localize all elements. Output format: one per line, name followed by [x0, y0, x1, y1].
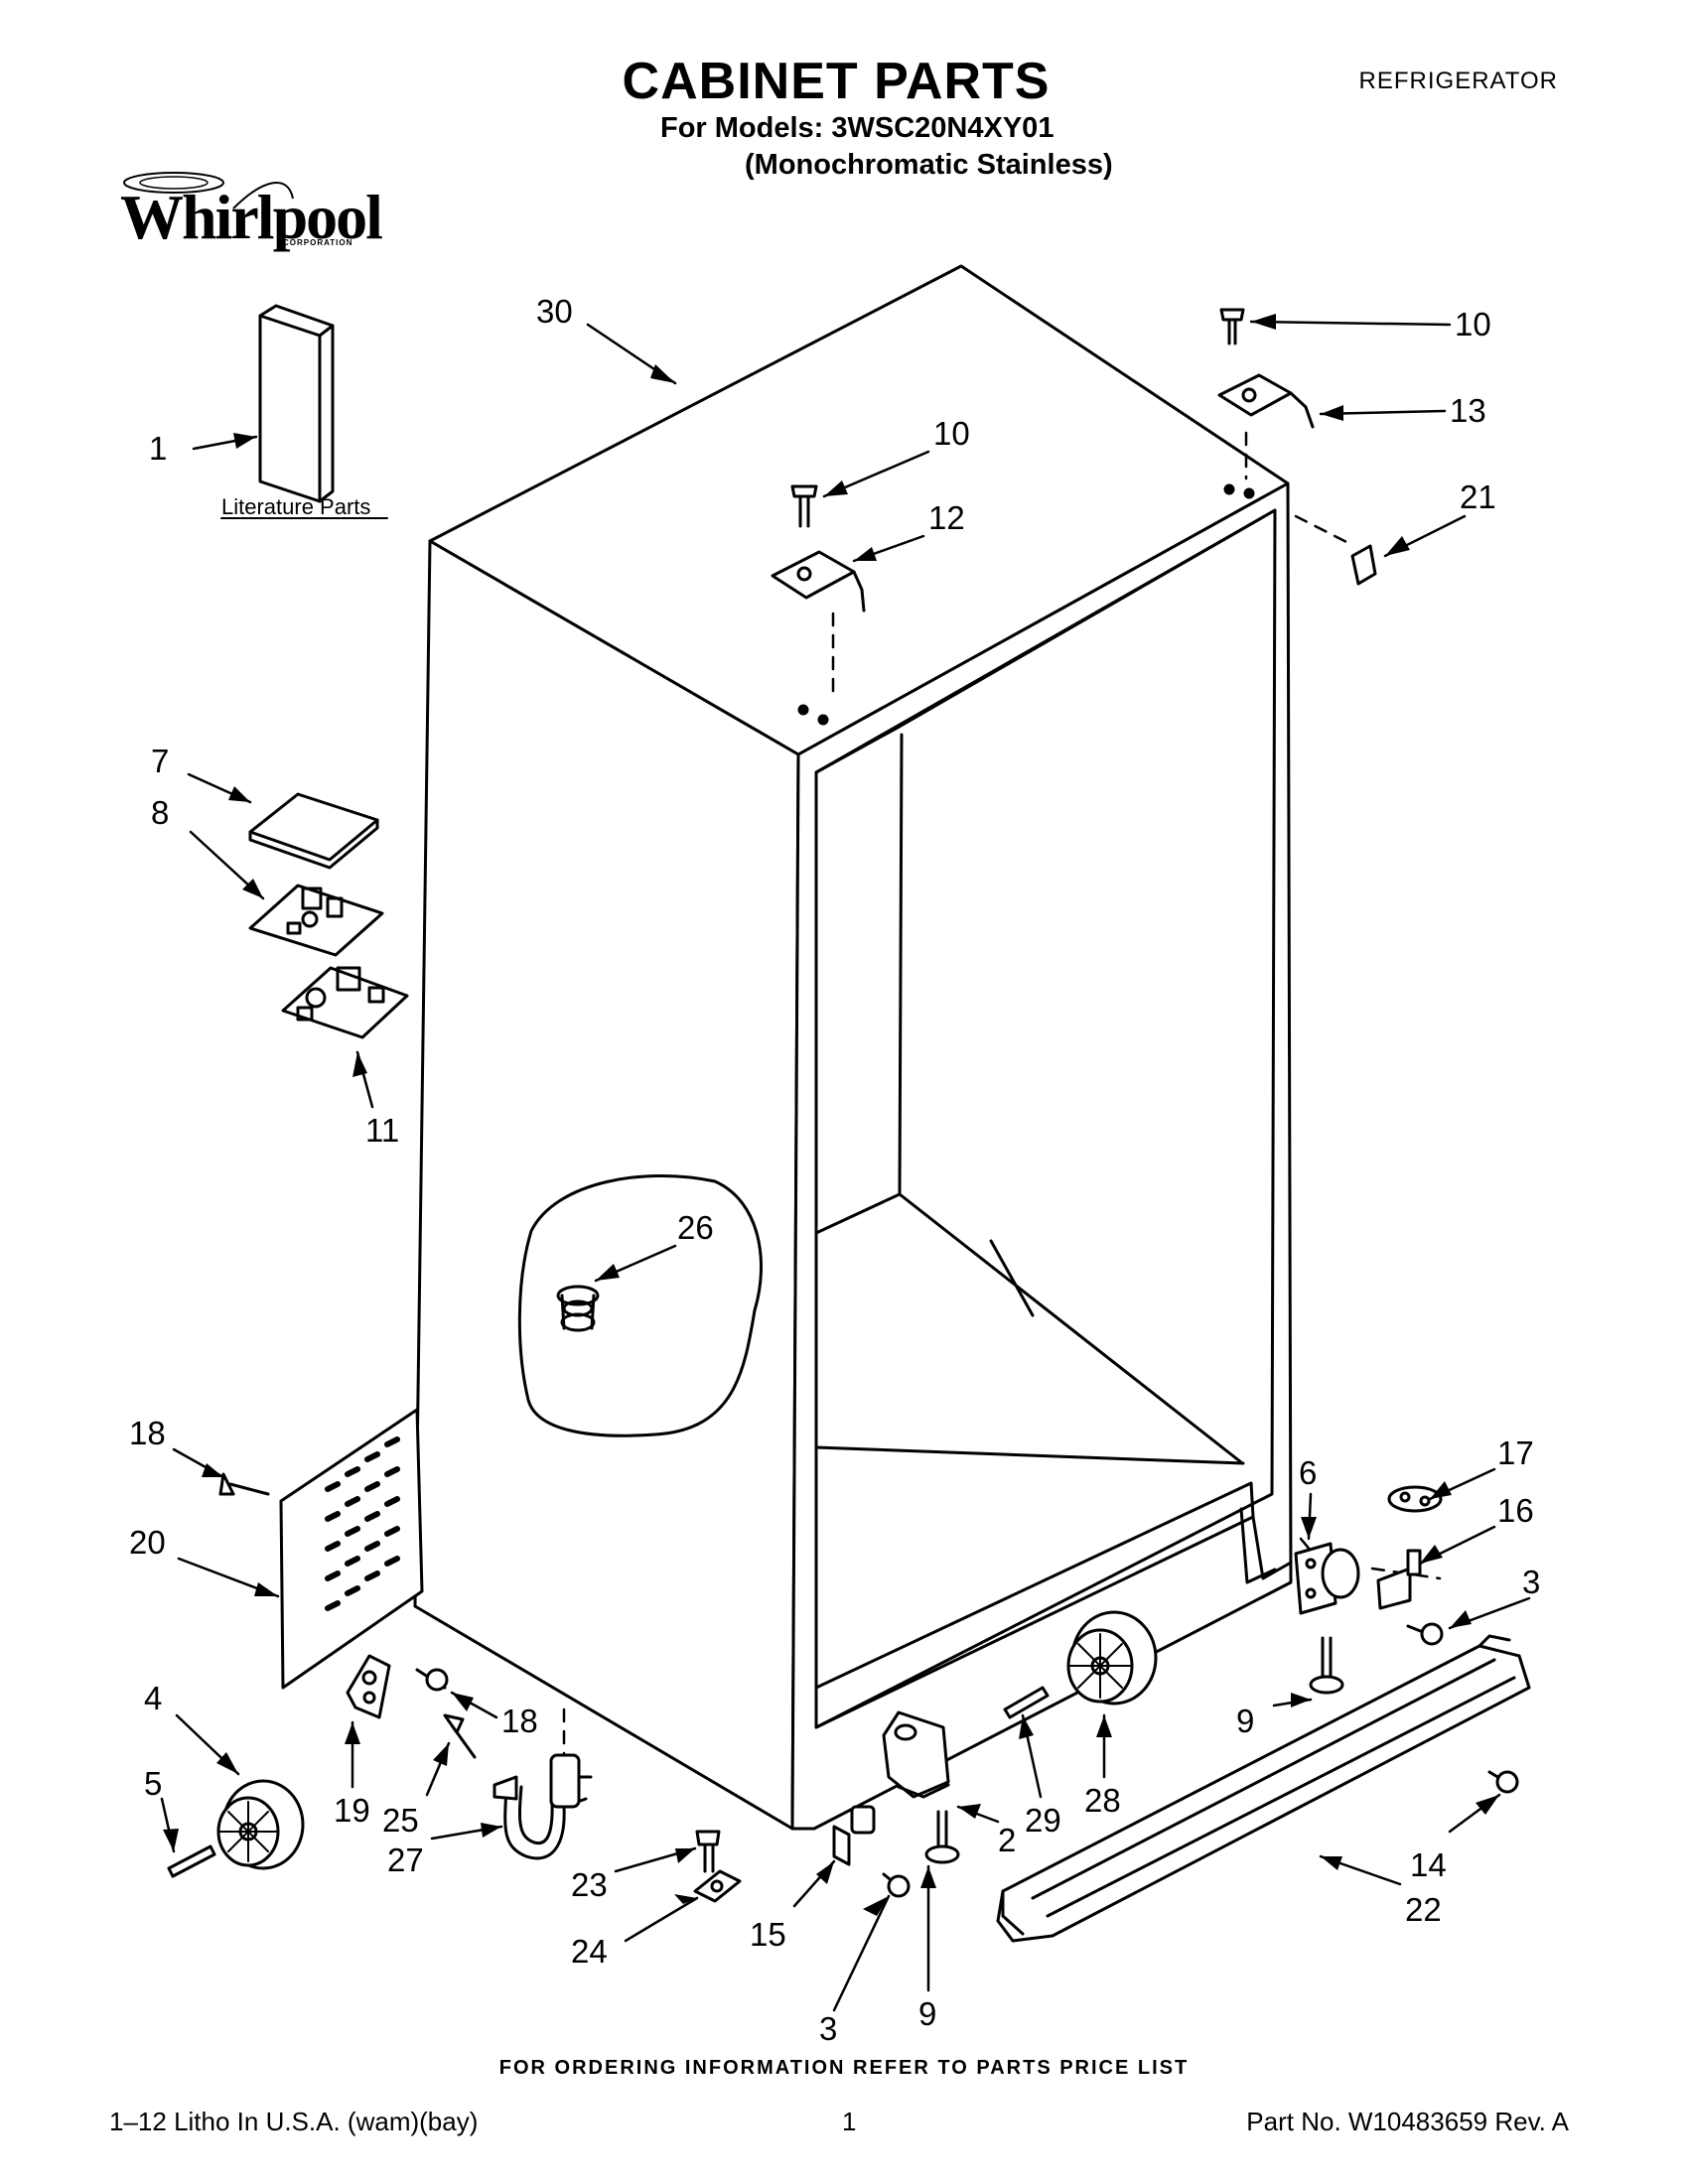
- brand-logo: Whirlpool CORPORATION: [114, 169, 383, 258]
- page-number: 1: [842, 2107, 857, 2136]
- part-11-board: [281, 966, 409, 1039]
- callout-19: 19: [334, 1792, 370, 1829]
- part-27-valve: [492, 1753, 593, 1860]
- callout-6: 6: [1299, 1454, 1317, 1491]
- page-title: CABINET PARTS: [622, 53, 1051, 110]
- brand-name: Whirlpool: [120, 182, 383, 252]
- part-14-screw: [1487, 1770, 1519, 1794]
- logo-swoosh-icon: [123, 172, 294, 209]
- part-28-roller: [1066, 1610, 1158, 1706]
- part-16-hinge-pin: [1376, 1549, 1422, 1610]
- part-17-cam: [1387, 1485, 1443, 1513]
- callout-7: 7: [151, 743, 169, 779]
- callout-13: 13: [1450, 392, 1486, 429]
- callout-26: 26: [677, 1209, 714, 1246]
- callout-4: 4: [144, 1680, 162, 1716]
- callout-8: 8: [151, 794, 169, 831]
- part-26-drain: [556, 1285, 600, 1332]
- callout-21: 21: [1460, 478, 1496, 515]
- callout-labels: 30 10 13 21 1 10 12 7 8 11 26 18 20 6 17…: [129, 293, 1540, 2047]
- part-13-hinge-top: [1217, 373, 1315, 429]
- callout-5: 5: [144, 1765, 162, 1802]
- callout-1: 1: [149, 430, 167, 467]
- part-10-screw-top-right: [1219, 308, 1245, 345]
- callout-28: 28: [1084, 1782, 1121, 1819]
- callout-20: 20: [129, 1524, 166, 1561]
- literature-caption: Literature Parts: [221, 494, 370, 519]
- callout-29: 29: [1025, 1802, 1061, 1839]
- part-29-axle: [1003, 1686, 1050, 1719]
- ordering-note: FOR ORDERING INFORMATION REFER TO PARTS …: [498, 2057, 1190, 2079]
- callout-18-left: 18: [129, 1415, 166, 1451]
- part-2-hinge-bracket: [882, 1710, 950, 1799]
- callout-2: 2: [998, 1822, 1016, 1858]
- part-19-bracket: [346, 1654, 391, 1719]
- part-6-hinge: [1294, 1542, 1360, 1615]
- part-18-screw-left: [218, 1472, 270, 1496]
- callout-23: 23: [571, 1866, 608, 1903]
- part-15-bracket: [832, 1805, 876, 1866]
- callout-arrowheads: [163, 314, 1499, 1916]
- part-10-screw-center: [790, 484, 818, 528]
- part-25-screw: [443, 1713, 477, 1759]
- callout-27: 27: [387, 1842, 424, 1878]
- callout-12: 12: [928, 499, 965, 536]
- callout-24: 24: [571, 1933, 608, 1970]
- callout-9-right: 9: [1236, 1703, 1254, 1739]
- callout-3-right: 3: [1522, 1564, 1540, 1600]
- part-23-screw: [695, 1830, 721, 1873]
- callout-25: 25: [382, 1802, 419, 1839]
- callout-3-front: 3: [819, 2010, 837, 2047]
- callout-17: 17: [1497, 1434, 1534, 1471]
- part-1-literature: [258, 304, 335, 503]
- part-7-cover: [248, 792, 379, 870]
- part-4-roller: [216, 1779, 305, 1870]
- part-20-rear-grille: [279, 1408, 424, 1690]
- callout-18-front: 18: [501, 1703, 538, 1739]
- models-line: For Models: 3WSC20N4XY01: [660, 112, 1055, 144]
- part-24-leveler: [693, 1869, 742, 1903]
- callout-15: 15: [750, 1916, 786, 1953]
- callout-9-front: 9: [918, 1995, 936, 2032]
- document-type: REFRIGERATOR: [1358, 68, 1558, 94]
- part-21-cap: [1350, 544, 1377, 586]
- part-5-axle: [167, 1844, 216, 1878]
- callout-14: 14: [1410, 1846, 1447, 1883]
- part-9-leg-front: [924, 1810, 960, 1864]
- variant-line: (Monochromatic Stainless): [745, 149, 1113, 181]
- part-8-board: [248, 884, 384, 957]
- part-12-hinge-center: [771, 550, 866, 613]
- part-3-screw-right: [1406, 1622, 1444, 1646]
- part-22-base-grille: [996, 1634, 1531, 1943]
- callout-10-center: 10: [933, 415, 970, 452]
- callout-16: 16: [1497, 1492, 1534, 1529]
- callout-30: 30: [536, 293, 573, 330]
- brand-sub: CORPORATION: [283, 238, 353, 247]
- litho-info: 1–12 Litho In U.S.A. (wam)(bay): [109, 2107, 479, 2136]
- callout-11: 11: [365, 1112, 399, 1149]
- part-18-screw-front: [415, 1668, 449, 1692]
- callout-10-top: 10: [1455, 306, 1491, 342]
- part-number: Part No. W10483659 Rev. A: [1246, 2107, 1569, 2136]
- callout-22: 22: [1405, 1891, 1442, 1928]
- cabinet-body: [413, 264, 1293, 1831]
- part-9-leg-right: [1309, 1636, 1344, 1695]
- cutaway-window: [517, 1173, 763, 1437]
- part-3-screw-front: [882, 1872, 911, 1898]
